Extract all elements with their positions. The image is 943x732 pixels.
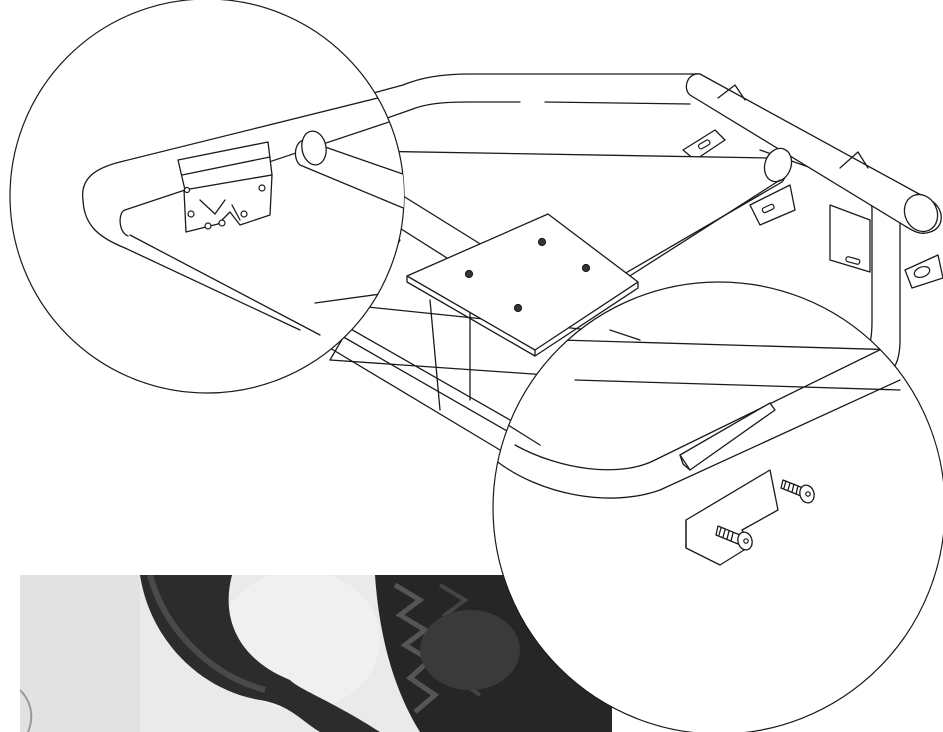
detail-circle-bracket	[9, 0, 405, 394]
detail-circle-bolts	[492, 281, 943, 732]
bolt-lower	[715, 525, 753, 551]
bolt-upper	[780, 479, 815, 504]
rear-crossbar	[682, 73, 943, 289]
mounting-plate	[406, 213, 639, 357]
